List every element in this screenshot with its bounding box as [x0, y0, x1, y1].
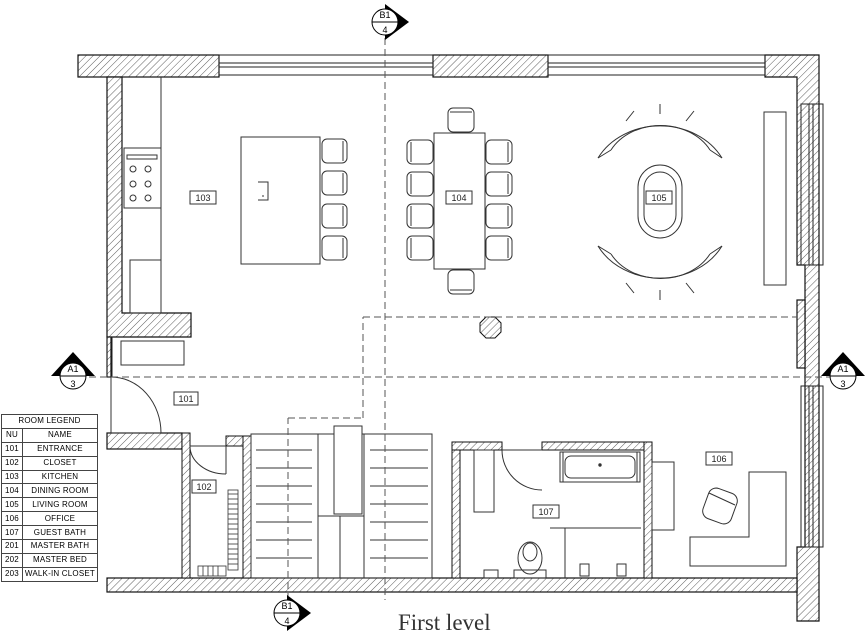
- svg-text:106: 106: [711, 454, 726, 464]
- stairs: [250, 425, 433, 579]
- kitchen: [120, 77, 348, 366]
- svg-text:102: 102: [196, 482, 211, 492]
- living-room: [597, 104, 787, 300]
- office: [651, 461, 787, 567]
- section-lines: [78, 38, 832, 600]
- room-label-102: 102: [191, 479, 217, 494]
- room-label-107: 107: [532, 504, 560, 519]
- guest-bath: [473, 449, 641, 579]
- svg-text:4: 4: [382, 25, 387, 35]
- room-label-103: 103: [189, 190, 217, 205]
- room-label-105: 105: [645, 190, 673, 205]
- svg-text:107: 107: [538, 507, 553, 517]
- svg-text:103: 103: [195, 193, 210, 203]
- dining-room: [406, 107, 513, 295]
- section-marker-a1-right: A1 3: [821, 352, 865, 390]
- closet-shelving: [197, 489, 239, 577]
- svg-text:101: 101: [178, 394, 193, 404]
- drawing-caption: First level: [398, 610, 491, 635]
- section-marker-b1-bottom: B1 4: [273, 595, 311, 631]
- room-label-106: 106: [705, 451, 733, 466]
- svg-text:B1: B1: [379, 10, 390, 20]
- room-legend-title: ROOM LEGEND: [1, 414, 98, 429]
- svg-text:104: 104: [451, 193, 466, 203]
- svg-text:4: 4: [284, 616, 289, 626]
- room-legend-col-name: NAME: [21, 427, 99, 443]
- room-legend-col-nu: NU: [1, 427, 23, 443]
- windows: [106, 54, 824, 548]
- svg-text:A1: A1: [67, 364, 78, 374]
- room-labels: 101 102 103 104 105 106 107: [173, 190, 733, 519]
- room-label-101: 101: [173, 391, 199, 406]
- section-marker-a1-left: A1 3: [51, 352, 95, 390]
- svg-text:3: 3: [840, 379, 845, 389]
- room-label-104: 104: [445, 190, 473, 205]
- interior-walls: [181, 432, 653, 579]
- svg-text:3: 3: [70, 379, 75, 389]
- svg-text:105: 105: [651, 193, 666, 203]
- doors: [110, 376, 543, 491]
- section-marker-b1-top: B1 4: [371, 4, 409, 40]
- svg-text:A1: A1: [837, 364, 848, 374]
- column: [479, 316, 502, 339]
- svg-text:B1: B1: [281, 601, 292, 611]
